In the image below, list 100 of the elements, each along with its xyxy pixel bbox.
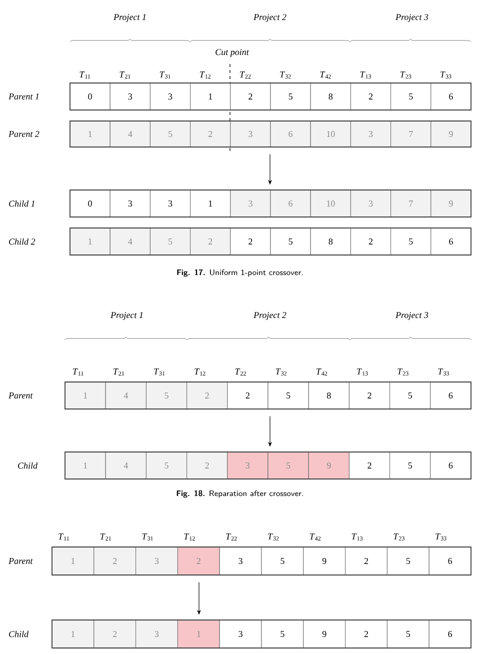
cell: 6 <box>430 382 472 410</box>
cell: 1 <box>177 620 220 648</box>
cell: 1 <box>64 382 106 410</box>
cell: 4 <box>105 452 146 480</box>
cell: 6 <box>428 546 472 576</box>
cell: 2 <box>94 620 136 648</box>
cell: 2 <box>186 382 228 410</box>
cell: 2 <box>227 382 268 410</box>
cell: 6 <box>270 120 311 148</box>
gene-row <box>70 82 472 110</box>
cell: 1 <box>190 190 231 218</box>
gene-row <box>52 546 472 576</box>
cell: 5 <box>150 228 191 256</box>
cell: 5 <box>390 452 431 480</box>
gene-row <box>52 620 472 648</box>
row-label: Parent 2 <box>8 130 40 138</box>
gene-row <box>64 452 472 480</box>
cell: 9 <box>430 190 472 218</box>
cell: 2 <box>186 452 228 480</box>
cell: 5 <box>261 546 304 576</box>
heading-label: Project 3 <box>396 312 428 320</box>
cell: 1 <box>70 120 110 148</box>
cell: 3 <box>350 190 392 218</box>
cell: 3 <box>110 82 150 110</box>
cell: 2 <box>350 82 392 110</box>
cell: 10 <box>310 120 351 148</box>
cell: 7 <box>390 190 432 218</box>
cell: 8 <box>310 228 351 256</box>
cell: 3 <box>227 452 268 480</box>
cell: 6 <box>430 452 472 480</box>
cell: 5 <box>268 452 309 480</box>
row-label: Child <box>18 462 38 469</box>
row-label: Parent <box>8 392 33 398</box>
cell: 5 <box>270 82 311 110</box>
heading-label: Project 2 <box>254 312 286 320</box>
cell: 2 <box>348 452 390 480</box>
cell: 5 <box>261 620 304 648</box>
heading-label: Cut point <box>216 49 250 57</box>
cell: 9 <box>303 620 346 648</box>
cell: 5 <box>150 120 191 148</box>
cell: 10 <box>310 190 351 218</box>
cell: 1 <box>70 228 110 256</box>
row-label: Parent 1 <box>8 93 38 100</box>
cell: 9 <box>303 546 346 576</box>
cell: 3 <box>219 620 262 648</box>
cell: 9 <box>430 120 472 148</box>
cell: 3 <box>136 546 178 576</box>
cell: 2 <box>94 546 136 576</box>
row-label: Child 2 <box>9 238 36 245</box>
gene-row <box>64 382 472 410</box>
cell: 2 <box>345 546 388 576</box>
cell: 2 <box>350 228 392 256</box>
cell: 2 <box>230 228 271 256</box>
cell: 3 <box>230 190 271 218</box>
cell: 5 <box>390 228 432 256</box>
heading-label: Project 2 <box>254 14 286 22</box>
cell: 8 <box>308 382 350 410</box>
cell: 9 <box>308 452 350 480</box>
gene-row <box>70 120 472 148</box>
cell: 6 <box>430 228 472 256</box>
cell: 0 <box>70 190 110 218</box>
cell: 0 <box>70 82 110 110</box>
cell: 2 <box>190 120 231 148</box>
cell: 7 <box>390 120 432 148</box>
row-label: Parent <box>8 558 33 564</box>
heading-label: Project 3 <box>396 14 428 22</box>
cell: 4 <box>105 382 146 410</box>
cell: 6 <box>428 620 472 648</box>
cell: 1 <box>52 546 94 576</box>
cell: 4 <box>110 228 150 256</box>
cell: 3 <box>150 82 191 110</box>
cell: 5 <box>386 546 430 576</box>
cell: 2 <box>230 82 271 110</box>
cell: 2 <box>345 620 388 648</box>
cell: 5 <box>146 452 188 480</box>
cell: 5 <box>386 620 430 648</box>
cell: 2 <box>190 228 231 256</box>
cell: 2 <box>177 546 220 576</box>
cell: 8 <box>310 82 351 110</box>
caption: Fig. 17. Uniform 1-point crossover. <box>177 269 303 277</box>
cell: 4 <box>110 120 150 148</box>
cell: 5 <box>268 382 309 410</box>
row-label: Child 1 <box>9 200 34 207</box>
cell: 1 <box>52 620 94 648</box>
cell: 3 <box>350 120 392 148</box>
gene-row <box>70 228 472 256</box>
heading-label: Project 1 <box>114 14 146 22</box>
cell: 1 <box>64 452 106 480</box>
cell: 1 <box>190 82 231 110</box>
cell: 5 <box>270 228 311 256</box>
cell: 3 <box>110 190 150 218</box>
caption: Fig. 18. Reparation after crossover. <box>176 490 304 498</box>
cell: 3 <box>219 546 262 576</box>
row-label: Child <box>9 630 29 638</box>
cell: 2 <box>348 382 390 410</box>
cell: 5 <box>390 82 432 110</box>
cell: 3 <box>150 190 191 218</box>
cell: 5 <box>390 382 431 410</box>
cell: 6 <box>430 82 472 110</box>
cell: 3 <box>230 120 271 148</box>
